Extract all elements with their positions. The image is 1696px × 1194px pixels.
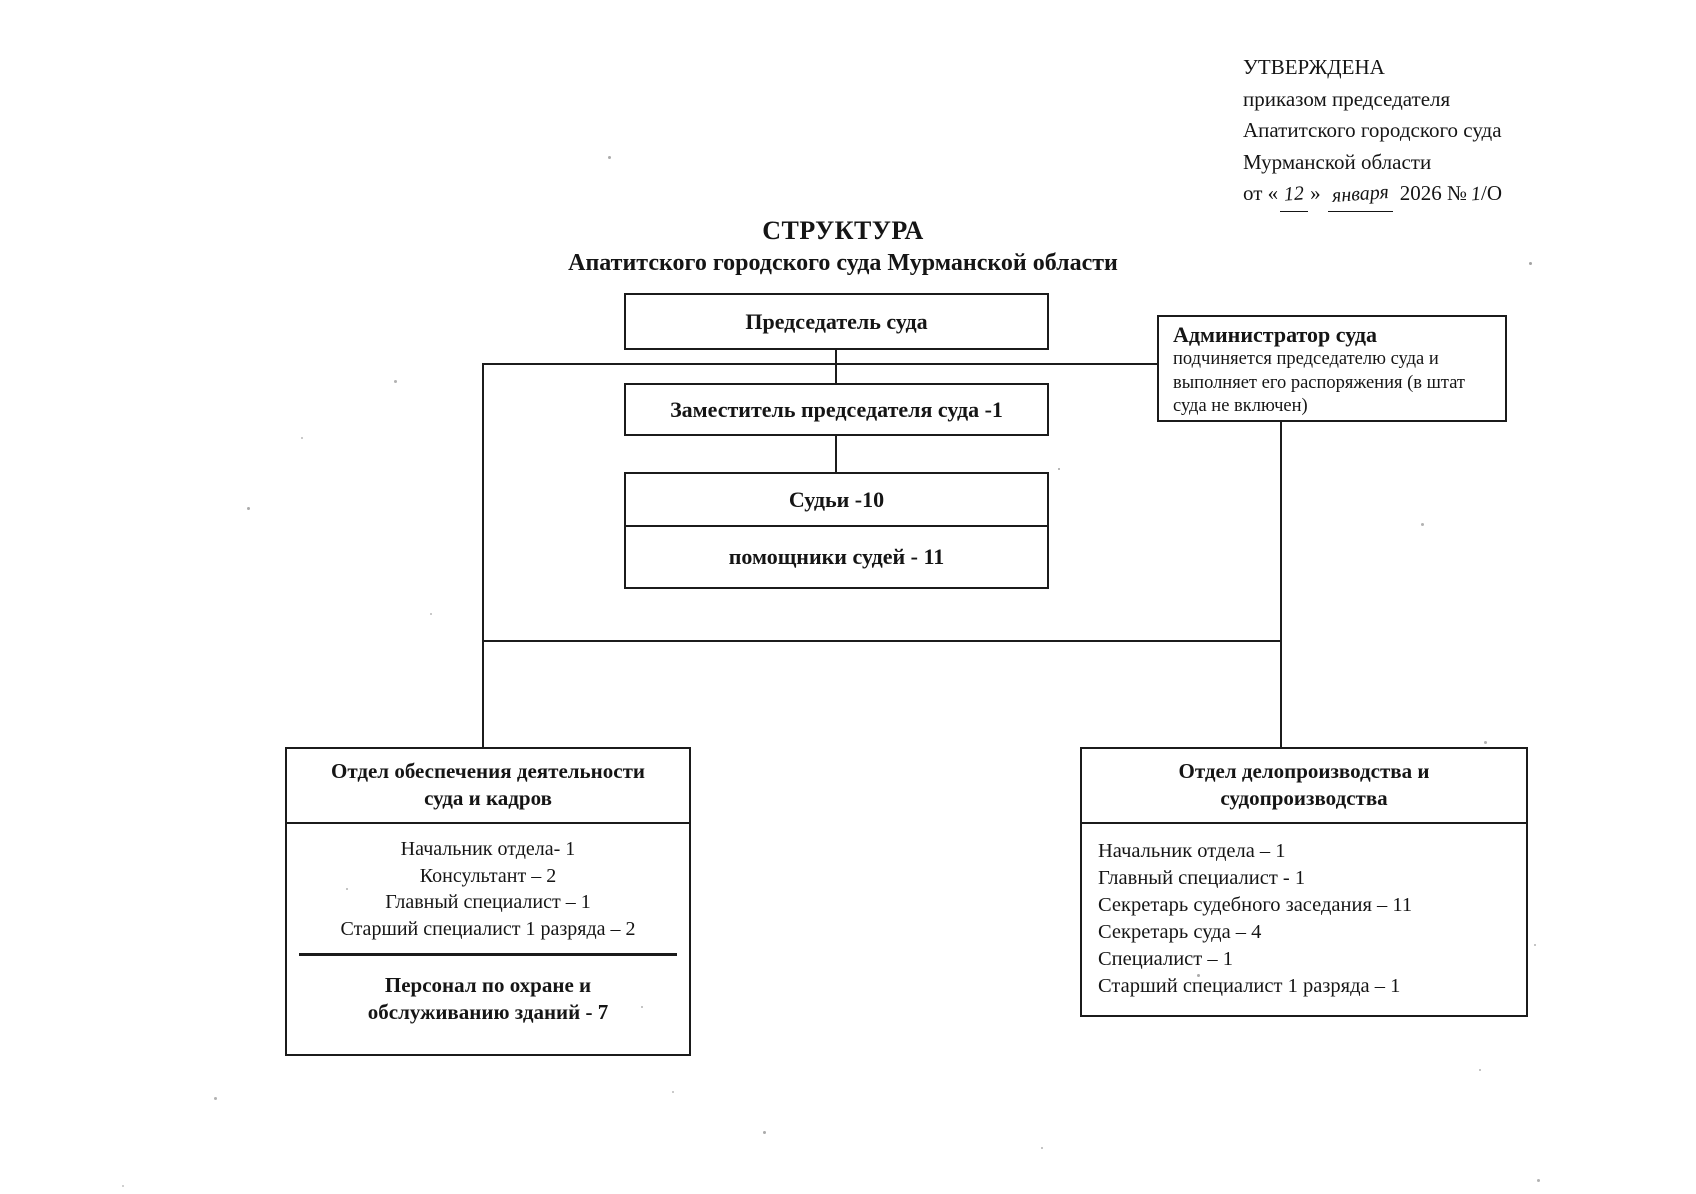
node-judges-group: Судьи -10 помощники судей - 11: [624, 472, 1049, 589]
staff-list-item: Главный специалист - 1: [1098, 867, 1306, 889]
approval-line: УТВЕРЖДЕНА: [1243, 55, 1385, 79]
approval-line: Апатитского городского суда: [1243, 118, 1502, 142]
node-dept-support: Отдел обеспечения деятельности суда и ка…: [285, 747, 691, 1056]
handwritten-month: января: [1327, 178, 1393, 212]
connector-deputy-judges: [835, 434, 837, 474]
approval-year: 2026 №: [1399, 181, 1467, 205]
approval-date-prefix: от «: [1243, 181, 1279, 205]
node-deputy-chairman: Заместитель председателя суда -1: [624, 383, 1049, 436]
approval-line: приказом председателя: [1243, 86, 1451, 111]
dept-support-staff-list: Начальник отдела- 1 Консультант – 2 Глав…: [287, 824, 689, 942]
dept-support-header: Отдел обеспечения деятельности суда и ка…: [287, 749, 689, 824]
node-deputy-chairman-label: Заместитель председателя суда -1: [670, 396, 1003, 422]
dept-records-header: Отдел делопроизводства и судопроизводств…: [1082, 749, 1526, 824]
staff-list-item: Консультант – 2: [419, 864, 557, 887]
node-judges: Судьи -10: [626, 474, 1047, 525]
approval-block: УТВЕРЖДЕНА приказом председателя Апатитс…: [1243, 52, 1573, 212]
connector-horizontal-lower: [482, 640, 1282, 642]
connector-horizontal-upper: [482, 363, 1159, 365]
staff-list-item: Начальник отдела- 1: [400, 838, 576, 860]
node-judges-label: Судьи -10: [788, 486, 885, 512]
staff-list-item: Секретарь судебного заседания – 11: [1098, 894, 1413, 916]
approval-order-suffix: /О: [1481, 181, 1502, 205]
approval-line: Мурманской области: [1243, 149, 1432, 174]
handwritten-day: 12: [1280, 178, 1309, 212]
connector-vertical-left: [482, 363, 484, 749]
judges-assistants-divider: [626, 525, 1047, 527]
staff-list-item: Секретарь суда – 4: [1098, 921, 1262, 943]
node-dept-records: Отдел делопроизводства и судопроизводств…: [1080, 747, 1528, 1017]
node-administrator: Администратор суда подчиняется председат…: [1157, 315, 1507, 422]
handwritten-order-number: 1: [1470, 182, 1482, 206]
staff-list-item: Начальник отдела – 1: [1098, 840, 1286, 862]
page-title: СТРУКТУРА: [762, 216, 924, 245]
staff-list-item: Старший специалист 1 разряда – 2: [340, 917, 636, 940]
dept-support-separator: [299, 953, 677, 956]
node-chairman-label: Председатель суда: [745, 308, 928, 334]
dept-support-footer: Персонал по охране и обслуживанию зданий…: [367, 973, 609, 1024]
page-subtitle: Апатитского городского суда Мурманской о…: [568, 250, 1118, 276]
node-chairman: Председатель суда: [624, 293, 1049, 350]
node-administrator-note: подчиняется председателю суда и выполняе…: [1173, 349, 1466, 416]
node-judge-assistants: помощники судей - 11: [626, 527, 1047, 587]
staff-list-item: Старший специалист 1 разряда – 1: [1098, 975, 1401, 997]
dept-records-staff-list: Начальник отдела – 1 Главный специалист …: [1082, 824, 1526, 1000]
staff-list-item: Специалист – 1: [1098, 948, 1233, 970]
node-judge-assistants-label: помощники судей - 11: [728, 544, 945, 569]
dept-records-title: Отдел делопроизводства и судопроизводств…: [1178, 759, 1430, 810]
connector-chairman-deputy: [835, 349, 837, 385]
node-administrator-title: Администратор суда: [1173, 322, 1378, 347]
dept-support-title: Отдел обеспечения деятельности суда и ка…: [330, 759, 645, 810]
connector-vertical-right: [1280, 420, 1282, 749]
approval-date-close-quote: »: [1310, 181, 1321, 205]
staff-list-item: Главный специалист – 1: [385, 891, 591, 913]
